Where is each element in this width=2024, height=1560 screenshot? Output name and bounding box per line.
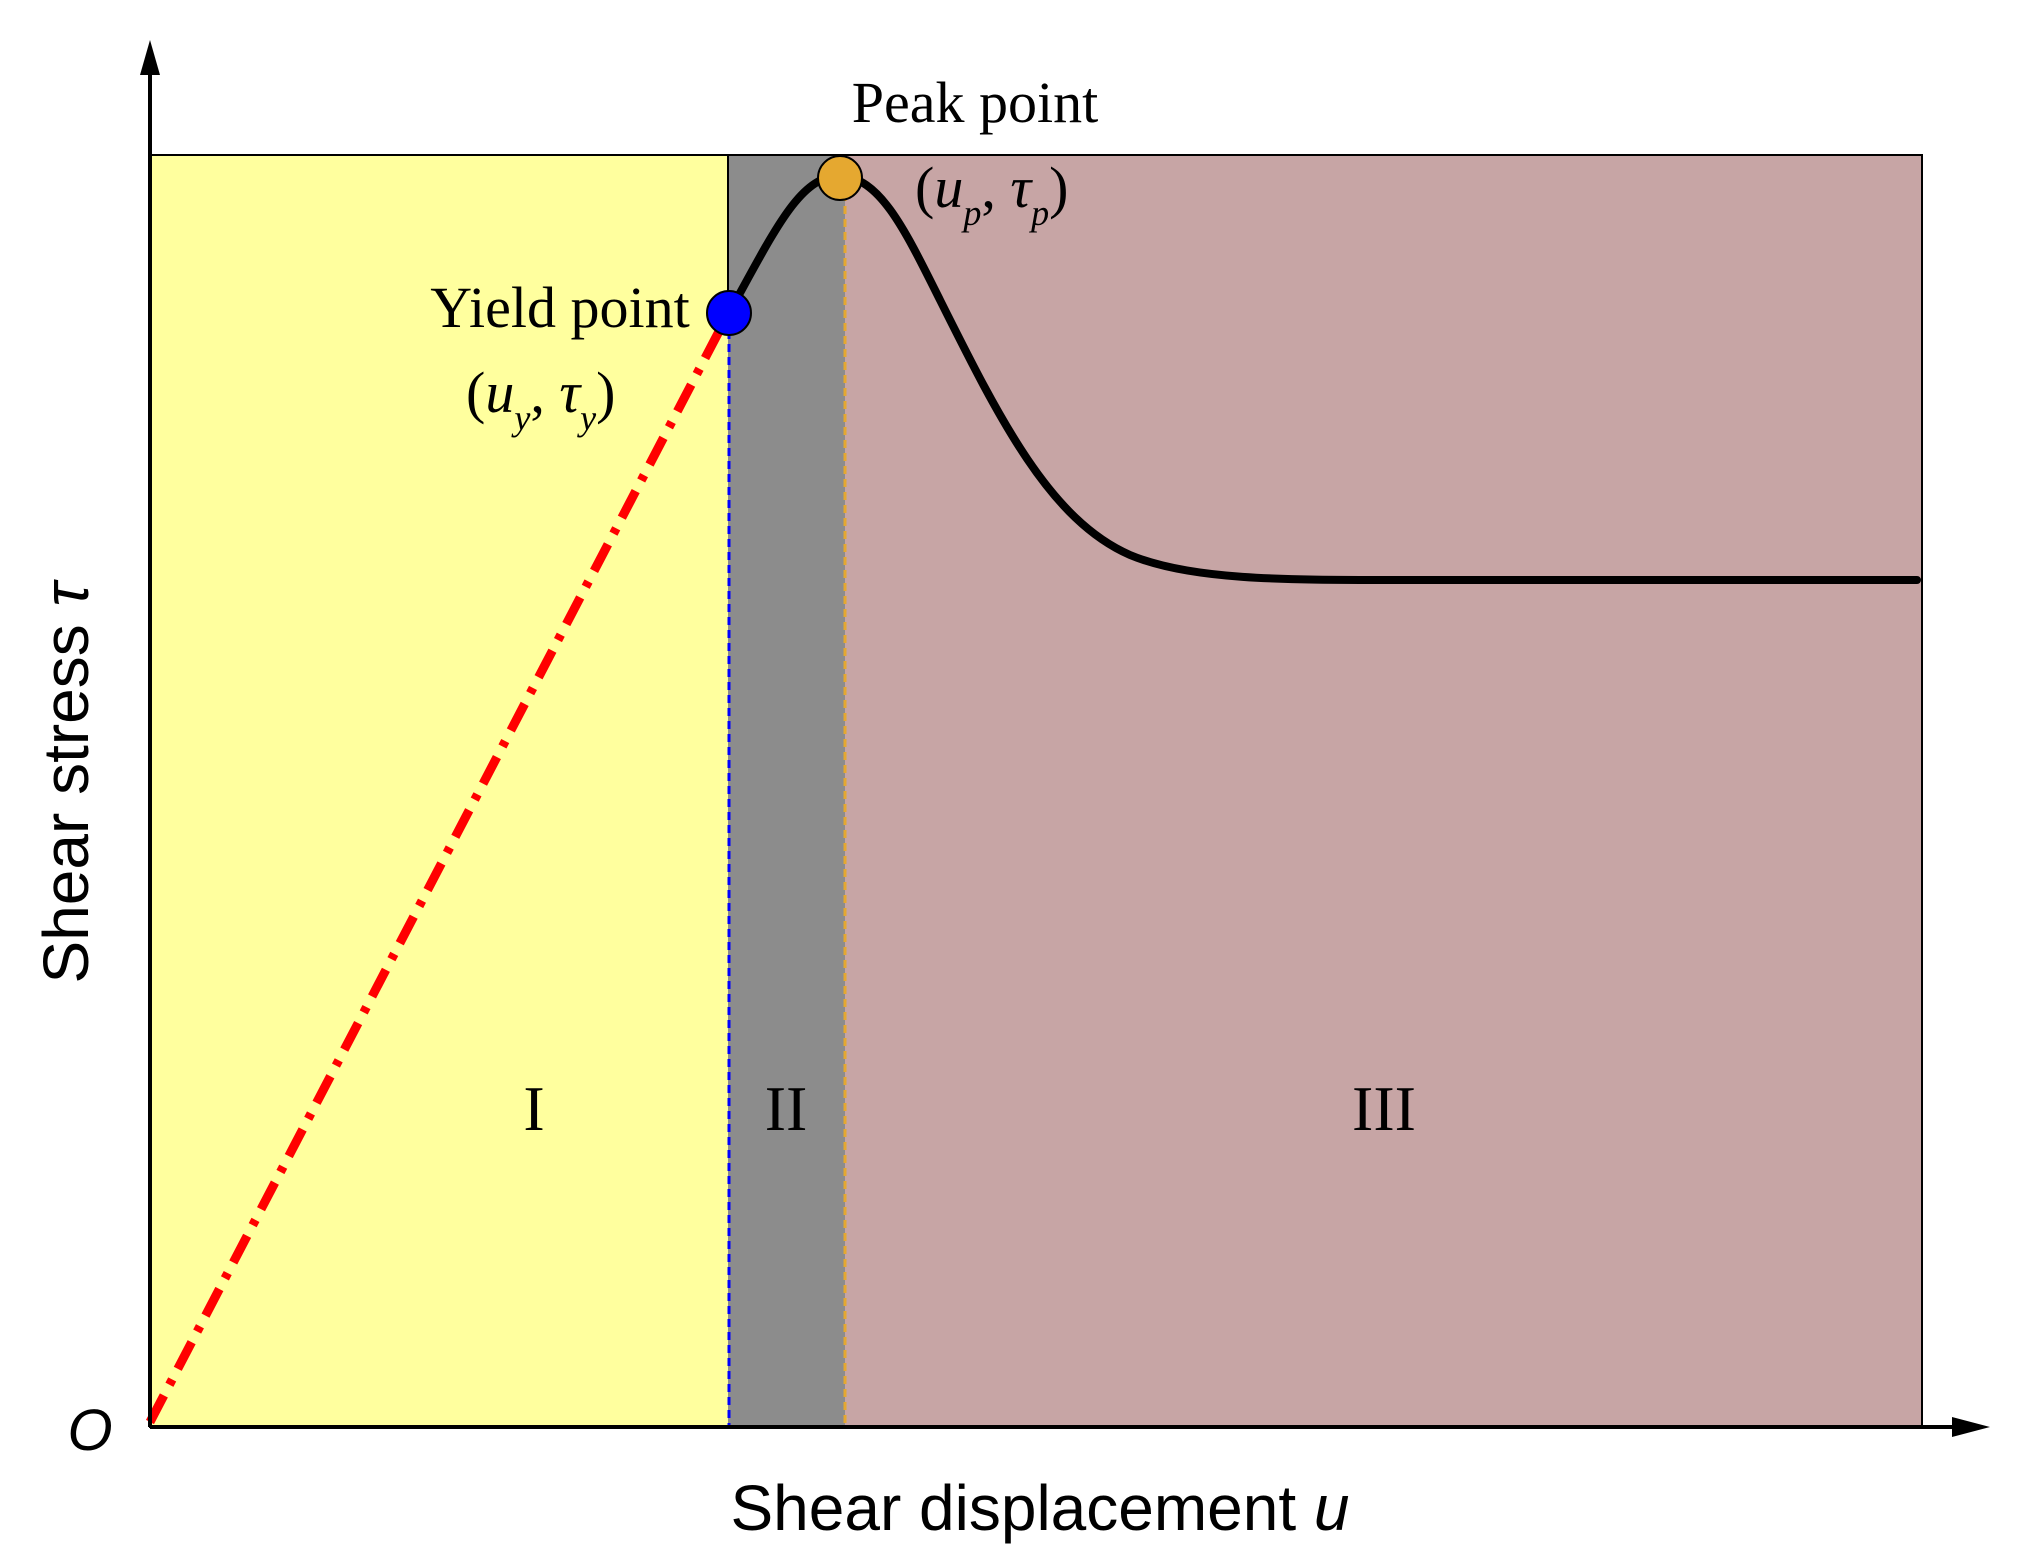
elastic-line [146, 315, 730, 1425]
region-II-label: II [765, 1073, 808, 1144]
region-I-label: I [523, 1073, 544, 1144]
region-III-label: III [1352, 1073, 1416, 1144]
yield-point-title: Yield point [430, 275, 689, 340]
y-axis-arrow [140, 40, 160, 75]
peak-point-coords: (up, τp) [915, 155, 1068, 233]
x-axis-title: Shear displacement u [730, 1472, 1349, 1544]
stress-curve [725, 171, 1921, 584]
origin-label: O [67, 1398, 112, 1463]
region-III-fill [845, 155, 1922, 1427]
yield-point-marker [706, 290, 752, 336]
peak-point-title: Peak point [852, 70, 1098, 135]
y-axis-title: Shear stress τ [30, 578, 102, 983]
x-axis-arrow [1952, 1417, 1990, 1437]
region-I-fill [150, 155, 728, 1427]
region-II-fill [728, 155, 845, 1427]
peak-point-marker [817, 155, 863, 201]
